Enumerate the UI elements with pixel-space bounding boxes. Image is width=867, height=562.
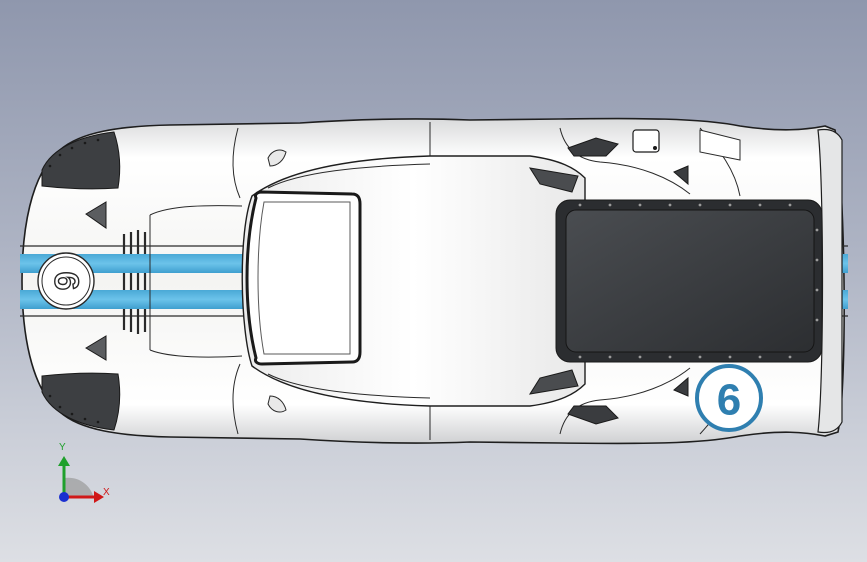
x-axis-label: X	[103, 487, 110, 498]
front-race-number: 6	[47, 272, 85, 291]
rear-race-number: 6	[717, 376, 741, 425]
mirror-upper	[267, 149, 287, 167]
windshield	[245, 190, 362, 366]
intake-lower	[528, 369, 579, 395]
rear-tail	[817, 128, 843, 434]
front-roundel	[37, 252, 95, 310]
front-vent-upper	[85, 201, 107, 229]
rear-roundel	[695, 364, 763, 432]
front-right-duct	[41, 372, 121, 431]
rear-vent-upper	[567, 137, 619, 157]
rear-vent-lower	[567, 405, 619, 425]
front-vent-lower	[85, 335, 107, 361]
mirror-lower	[267, 395, 287, 413]
fuel-cap	[632, 129, 660, 153]
intake-upper	[528, 167, 579, 193]
front-left-duct	[41, 131, 121, 190]
y-axis-label: Y	[59, 442, 66, 453]
triad-plane	[64, 477, 94, 498]
nose-louvers	[122, 230, 147, 334]
z-axis-point	[59, 492, 69, 502]
